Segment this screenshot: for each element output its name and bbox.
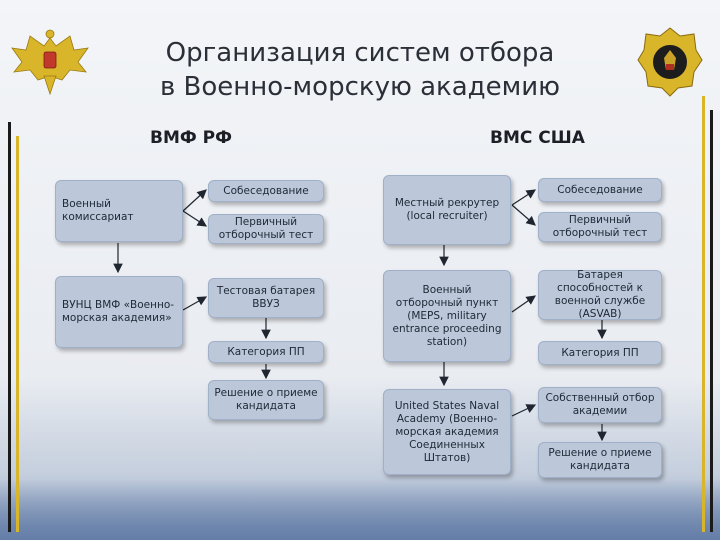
right-accent-line-gold — [702, 96, 705, 532]
arrow-commissariat-to-interview — [182, 189, 207, 212]
title-line-1: Организация систем отбора — [165, 38, 555, 68]
arrow-recruiter-to-interview — [511, 189, 537, 206]
title-line-2: в Военно-морскую академию — [159, 72, 561, 102]
right-box-usna: United States Naval Academy (Военно-морс… — [383, 389, 511, 475]
right-box-decision: Решение о приеме кандидата — [538, 442, 662, 478]
double-headed-eagle-emblem-icon — [11, 29, 89, 96]
right-box-category: Категория ПП — [538, 341, 662, 365]
left-box-interview: Собеседование — [208, 180, 324, 202]
right-box-own-selection: Собственный отбор академии — [538, 387, 662, 423]
arrow-meps-to-asvab — [511, 295, 536, 313]
arrow-academy-to-test-battery — [182, 296, 208, 311]
left-box-academy: ВУНЦ ВМФ «Военно-морская академия» — [55, 276, 183, 348]
left-box-commissariat: Военный комиссариат — [55, 180, 183, 242]
left-accent-line-gold — [16, 136, 19, 532]
left-column-heading: ВМФ РФ — [150, 128, 232, 148]
right-box-asvab: Батарея способностей к военной службе (A… — [538, 269, 662, 320]
right-accent-line-dark — [710, 110, 713, 532]
arrow-recruiter-to-primary-test — [511, 204, 536, 226]
right-box-recruiter: Местный рекрутер (local recruiter) — [383, 175, 511, 245]
left-box-decision: Решение о приеме кандидата — [208, 380, 324, 420]
left-accent-line-dark — [8, 122, 11, 532]
left-box-primary-test: Первичный отборочный тест — [208, 214, 324, 244]
right-box-interview: Собеседование — [538, 178, 662, 202]
arrow-commissariat-to-primary-test — [182, 210, 208, 227]
arrow-usna-to-own-selection — [511, 404, 537, 417]
right-box-meps: Военный отборочный пункт (MEPS, military… — [383, 270, 511, 362]
left-box-test-battery: Тестовая батарея ВВУЗ — [208, 278, 324, 318]
right-box-primary-test: Первичный отборочный тест — [538, 212, 662, 242]
page-title: Организация систем отбора в Военно-морск… — [120, 36, 600, 104]
left-box-category: Категория ПП — [208, 341, 324, 363]
naval-academy-shield-icon — [637, 27, 703, 97]
bottom-gradient-band — [0, 480, 720, 540]
right-column-heading: ВМС США — [490, 128, 585, 148]
